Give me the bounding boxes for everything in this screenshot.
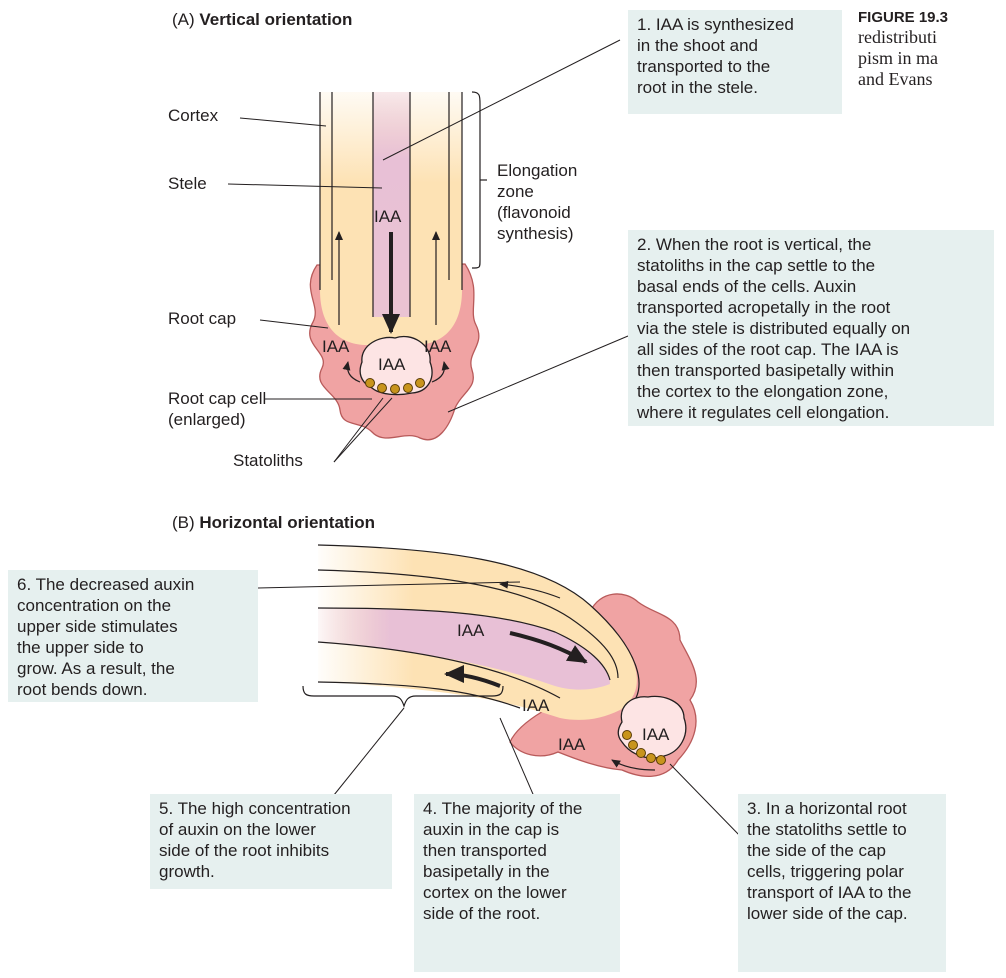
iaa-label-stele-horizontal: IAA bbox=[457, 621, 485, 640]
cortex-label: Cortex bbox=[168, 105, 218, 126]
note-2: 2. When the root is vertical, the statol… bbox=[628, 230, 994, 426]
iaa-label-stele: IAA bbox=[374, 207, 402, 226]
root-cap-cell-label: Root cap cell (enlarged) bbox=[168, 388, 266, 430]
iaa-label-cap-horizontal: IAA bbox=[558, 735, 586, 754]
note-5: 5. The high concentration of auxin on th… bbox=[150, 794, 392, 889]
root-cap-label: Root cap bbox=[168, 308, 236, 329]
note-3: 3. In a horizontal root the statoliths s… bbox=[738, 794, 946, 972]
note-1: 1. IAA is synthesized in the shoot and t… bbox=[628, 10, 842, 114]
note-6: 6. The decreased auxin concentration on … bbox=[8, 570, 258, 702]
stele-label: Stele bbox=[168, 173, 207, 194]
iaa-label-cap-right: IAA bbox=[424, 337, 452, 356]
vertical-root: IAA IAA IAA IAA bbox=[228, 40, 628, 462]
elongation-zone-bracket bbox=[472, 92, 480, 268]
iaa-label-cap-left: IAA bbox=[322, 337, 350, 356]
note-4: 4. The majority of the auxin in the cap … bbox=[414, 794, 620, 972]
statoliths-label: Statoliths bbox=[233, 450, 303, 471]
iaa-label-cell: IAA bbox=[378, 355, 406, 374]
iaa-label-cell-horizontal: IAA bbox=[642, 725, 670, 744]
iaa-label-cortex-horizontal: IAA bbox=[522, 696, 550, 715]
elongation-zone-label: Elongation zone (flavonoid synthesis) bbox=[497, 160, 577, 244]
